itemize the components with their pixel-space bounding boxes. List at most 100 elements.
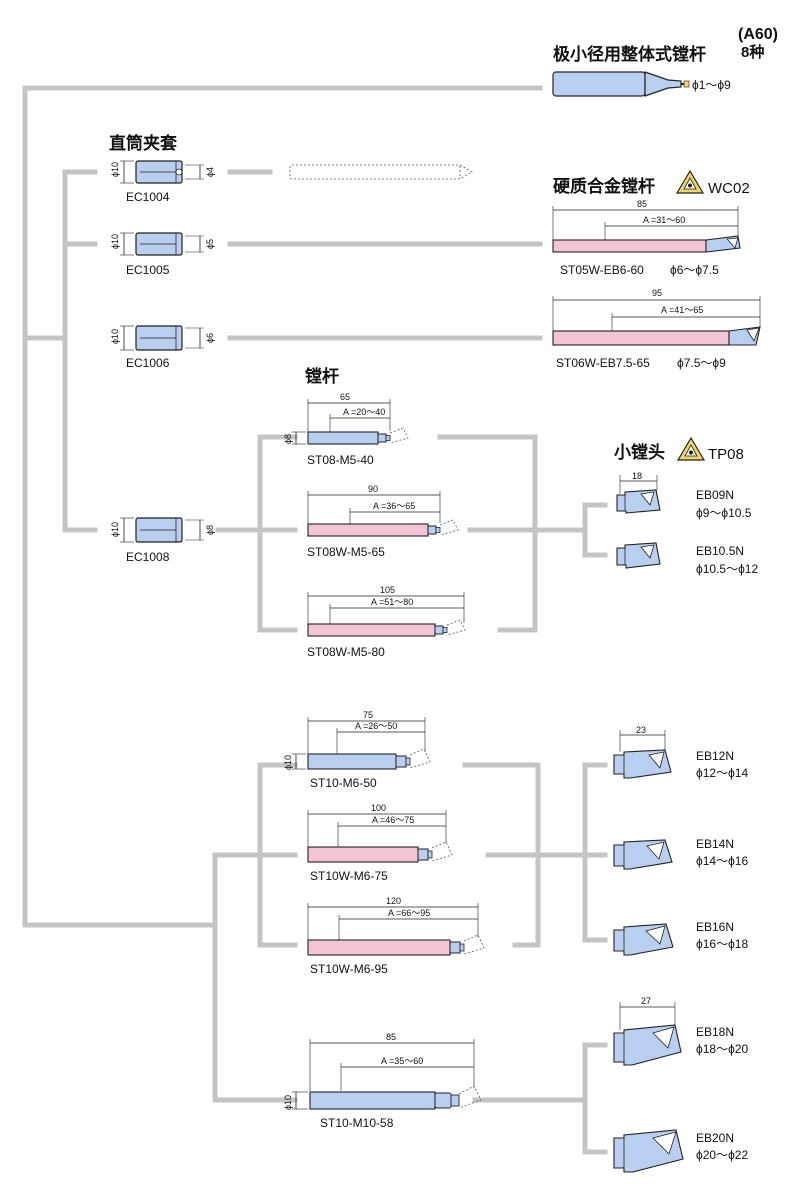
bar-st08w-m5-65: 90 A =36～65 ST08W-M5-65 xyxy=(307,484,459,559)
bar-dia-label: ϕ10 xyxy=(283,1095,293,1110)
bar-a-range: A =66～95 xyxy=(388,908,430,918)
bar-code: ST05W-EB6-60 xyxy=(560,263,644,277)
head-width: 23 xyxy=(636,725,646,735)
collet-code: EC1005 xyxy=(126,263,170,277)
collet-od-label: ϕ10 xyxy=(110,329,120,344)
boring-bar-section-title: 镗杆 xyxy=(305,366,339,386)
small-head-title: 小镗头 xyxy=(614,442,665,462)
bar-st10w-m6-95: 120 A =66～95 ST10W-M6-95 xyxy=(307,896,485,976)
bar-a-range: A =46～75 xyxy=(372,815,414,825)
bar-a-range: A =31～60 xyxy=(643,215,685,225)
bar-length: 120 xyxy=(386,896,401,906)
bar-code: ST10-M6-50 xyxy=(310,776,377,790)
head-eb09n: EB09N ϕ9～ϕ10.5 xyxy=(616,488,752,520)
monobloc-bar-drawing xyxy=(552,71,690,97)
collet-ec1005: ϕ10 ϕ5 EC1005 xyxy=(110,232,215,277)
head-width: 18 xyxy=(632,471,642,481)
bar-length: 105 xyxy=(380,585,395,595)
bar-a-range: A =20～40 xyxy=(343,407,385,417)
bar-length: 85 xyxy=(386,1032,396,1042)
collet-ec1006: ϕ10 ϕ6 EC1006 xyxy=(110,325,215,370)
head-range: ϕ20～ϕ22 xyxy=(696,1148,748,1162)
bar-code: ST06W-EB7.5-65 xyxy=(556,356,650,370)
head-code: EB09N xyxy=(696,488,734,502)
collet-code: EC1006 xyxy=(126,356,170,370)
bar-code: ST10W-M6-95 xyxy=(310,962,388,976)
small-head-insert-code: TP08 xyxy=(708,446,744,463)
bar-code: ST08W-M5-65 xyxy=(307,545,385,559)
carbide-bar-section-title: 硬质合金镗杆 WC02 xyxy=(553,169,750,197)
head-range: ϕ14～ϕ16 xyxy=(696,854,748,868)
collet-ghost-bar xyxy=(289,164,473,180)
head-code: EB18N xyxy=(696,1025,734,1039)
bar-code: ST10W-M6-75 xyxy=(310,869,388,883)
head-eb14n: EB14N ϕ14～ϕ16 xyxy=(613,837,748,870)
collet-ec1004: ϕ10 ϕ4 EC1004 xyxy=(110,160,215,204)
collet-code: EC1008 xyxy=(126,550,170,564)
collet-bore-label: ϕ6 xyxy=(205,333,215,343)
collet-od-label: ϕ10 xyxy=(110,234,120,249)
insert-triangle-icon xyxy=(676,436,706,461)
large-head-group: 27 EB18N ϕ18～ϕ20 EB20N ϕ20～ϕ22 xyxy=(613,996,748,1173)
bar-st10-m6-50: 75 A =26～50 ϕ10 ST10-M6-50 xyxy=(283,710,431,790)
head-eb18n: EB18N ϕ18～ϕ20 xyxy=(613,1024,748,1066)
head-code: EB10.5N xyxy=(696,544,744,558)
bar-a-range: A =26～50 xyxy=(355,721,397,731)
collet-ec1008: ϕ10 ϕ8 EC1008 xyxy=(110,517,215,564)
bar-st08w-m5-80: 105 A =51～80 ST08W-M5-80 xyxy=(307,585,466,659)
small-head-section-title: 小镗头 TP08 xyxy=(614,436,744,463)
carbide-bar-st05w: 85 A =31～60 ST05W-EB6-60 ϕ6～ϕ7.5 xyxy=(552,199,741,277)
head-range: ϕ18～ϕ20 xyxy=(696,1042,748,1056)
bar-a-range: A =41～65 xyxy=(661,305,703,315)
carbide-bar-title: 硬质合金镗杆 xyxy=(553,176,655,196)
catalog-code: (A60) xyxy=(738,26,778,43)
collet-od-label: ϕ10 xyxy=(110,522,120,537)
head-range: ϕ12～ϕ14 xyxy=(696,766,748,780)
mid-head-group: 23 EB12N ϕ12～ϕ14 EB14N ϕ14～ϕ16 EB16N ϕ16… xyxy=(613,725,748,956)
collet-bore-label: ϕ5 xyxy=(205,239,215,249)
head-eb10-5n: EB10.5N ϕ10.5～ϕ12 xyxy=(616,542,758,576)
head-width: 27 xyxy=(641,996,651,1006)
bar-length: 85 xyxy=(637,199,647,209)
bar-code: ST08-M5-40 xyxy=(307,453,374,467)
bar-a-range: A =36～65 xyxy=(373,501,415,511)
collet-code: EC1004 xyxy=(126,190,170,204)
page-title: 极小径用整体式镗杆 xyxy=(553,44,706,64)
head-code: EB12N xyxy=(696,749,734,763)
carbide-insert-code: WC02 xyxy=(708,180,750,197)
bar-length: 95 xyxy=(652,288,662,298)
head-eb12n: EB12N ϕ12～ϕ14 xyxy=(613,749,748,780)
collet-od-label: ϕ10 xyxy=(110,162,120,177)
bar-length: 65 xyxy=(340,392,350,402)
bar-st10-m10-58: 85 A =35～60 ϕ10 ST10-M10-58 xyxy=(283,1032,482,1130)
bar-range: ϕ7.5～ϕ9 xyxy=(677,356,726,370)
bar-length: 90 xyxy=(368,484,378,494)
head-range: ϕ16～ϕ18 xyxy=(696,937,748,951)
collet-section-title: 直筒夹套 xyxy=(109,133,178,153)
bar-dia-label: ϕ10 xyxy=(283,755,293,770)
connector-lines xyxy=(22,85,608,1155)
header: (A60) 极小径用整体式镗杆 8种 ϕ1～ϕ9 xyxy=(552,26,778,97)
bar-length: 75 xyxy=(363,710,373,720)
head-range: ϕ9～ϕ10.5 xyxy=(696,506,752,520)
head-eb20n: EB20N ϕ20～ϕ22 xyxy=(613,1129,748,1173)
bar-length: 100 xyxy=(371,803,386,813)
monobloc-range: ϕ1～ϕ9 xyxy=(692,78,731,92)
bar-st10w-m6-75: 100 A =46～75 ST10W-M6-75 xyxy=(307,803,453,883)
head-code: EB16N xyxy=(696,920,734,934)
collet-bore-label: ϕ4 xyxy=(205,167,215,177)
head-code: EB14N xyxy=(696,837,734,851)
head-range: ϕ10.5～ϕ12 xyxy=(696,562,758,576)
head-code: EB20N xyxy=(696,1131,734,1145)
bar-a-range: A =51～80 xyxy=(371,597,413,607)
bar-range: ϕ6～ϕ7.5 xyxy=(670,263,719,277)
head-eb16n: EB16N ϕ16～ϕ18 xyxy=(613,920,748,956)
bar-dia-label: ϕ8 xyxy=(283,434,293,444)
variant-count: 8种 xyxy=(741,43,764,61)
bar-st08-m5-40: 65 A =20～40 ϕ8 ST08-M5-40 xyxy=(283,392,409,467)
bar-code: ST08W-M5-80 xyxy=(307,645,385,659)
collet-bore-label: ϕ8 xyxy=(205,525,215,535)
bar-a-range: A =35～60 xyxy=(381,1056,423,1066)
carbide-bar-st06w: 95 A =41～65 ST06W-EB7.5-65 ϕ7.5～ϕ9 xyxy=(552,288,761,370)
